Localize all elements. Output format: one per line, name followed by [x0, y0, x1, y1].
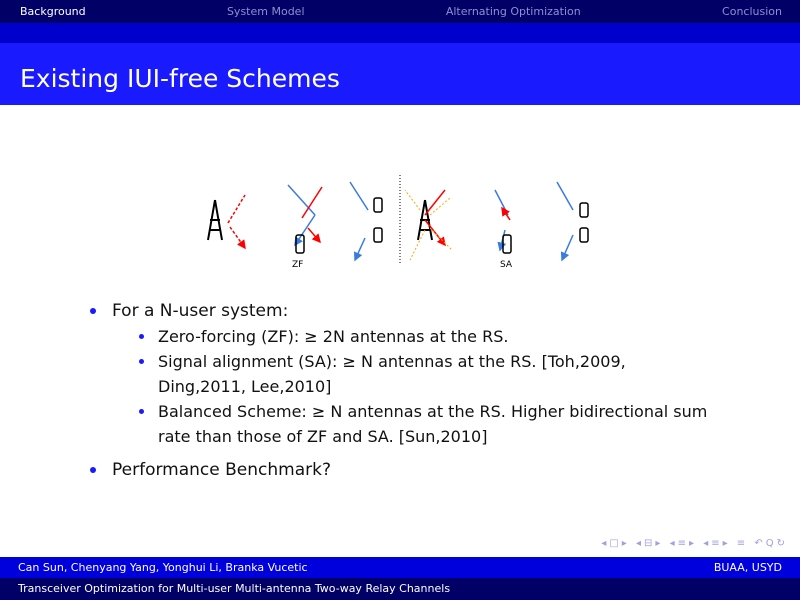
schemes-figure: ZF SA: [207, 175, 589, 270]
phone-icon: [373, 227, 383, 243]
relay-tower-icon: [207, 199, 223, 241]
sub-bullet-sa: Signal alignment (SA): ≥ N antennas at t…: [136, 349, 718, 399]
footer-authors: Can Sun, Chenyang Yang, Yonghui Li, Bran…: [18, 561, 308, 574]
sub-bullet-zf: Zero-forcing (ZF): ≥ 2N antennas at the …: [136, 324, 718, 349]
footer-affiliation: BUAA, USYD: [713, 561, 782, 574]
phone-icon: [373, 197, 383, 213]
section-nav: Background System Model Alternating Opti…: [0, 0, 800, 23]
phone-icon: [579, 227, 589, 243]
footer-title: Transceiver Optimization for Multi-user …: [0, 578, 800, 600]
label-sa: SA: [500, 260, 513, 270]
relay-arrows: [227, 194, 245, 248]
phone-icon: [579, 202, 589, 218]
nav-conclusion[interactable]: Conclusion: [722, 5, 782, 18]
footer-authors-bar: Can Sun, Chenyang Yang, Yonghui Li, Bran…: [0, 557, 800, 578]
slide-title: Existing IUI-free Schemes: [0, 43, 800, 105]
nav-background[interactable]: Background: [20, 5, 86, 18]
subsection-bar: [0, 23, 800, 43]
relay-tower-icon: [417, 199, 433, 241]
bullet-n-user: For a N-user system:: [90, 298, 718, 324]
beamer-navigation-icons[interactable]: ◂□▸ ◂⊟▸ ◂≡▸ ◂≡▸ ≡ ↶Q↻: [601, 538, 788, 549]
label-zf: ZF: [292, 260, 303, 270]
bullet-benchmark: Performance Benchmark?: [90, 457, 718, 483]
nav-alternating-optimization[interactable]: Alternating Optimization: [445, 5, 581, 18]
phone-icon: [295, 234, 305, 254]
slide-content: For a N-user system: Zero-forcing (ZF): …: [90, 298, 718, 483]
sub-bullet-balanced: Balanced Scheme: ≥ N antennas at the RS.…: [136, 399, 718, 449]
phone-icon: [502, 234, 512, 254]
nav-system-model[interactable]: System Model: [226, 5, 305, 18]
